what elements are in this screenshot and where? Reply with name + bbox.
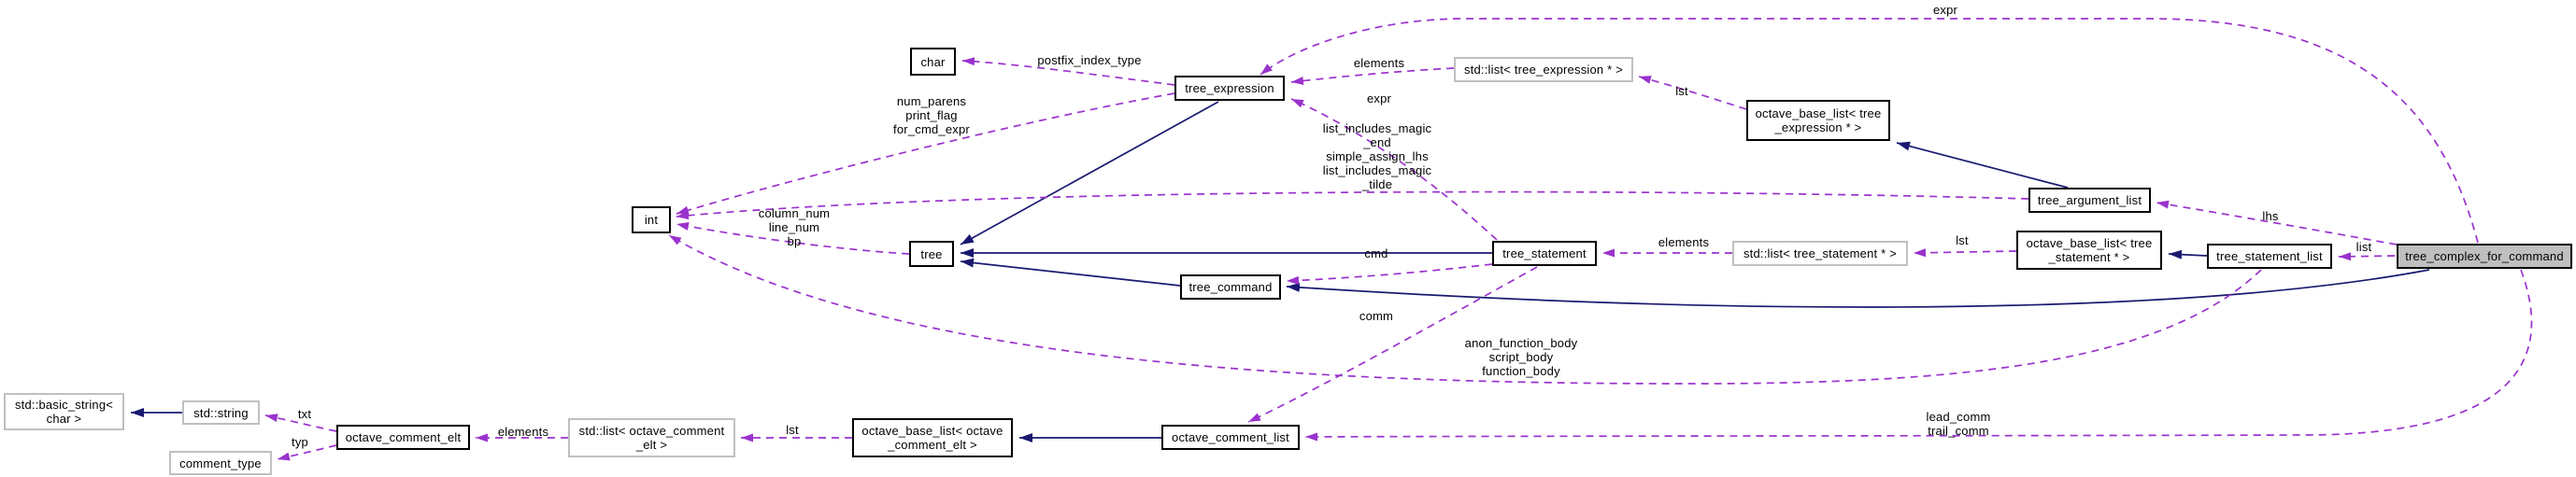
node-std-string: std::string: [182, 400, 260, 425]
inheritance-edge-tree-expression-to-tree: [960, 101, 1219, 246]
edge-label-lst-statement: lst: [1956, 233, 1969, 247]
usage-edge-tree-complex-for-command-to-tree-argument-list-lhs: [2156, 200, 2398, 246]
edge-label-lst-comment: lst: [786, 423, 799, 437]
node-tree-command[interactable]: tree_command: [1180, 274, 1281, 300]
node-tree[interactable]: tree: [909, 241, 954, 267]
node-int: int: [632, 206, 671, 233]
edge-label-list: list: [2355, 240, 2372, 254]
node-std-list-tree-statement: std::list< tree_statement * >: [1732, 241, 1908, 266]
node-std-list-octave-comment-elt: std::list< octave_comment _elt >: [568, 418, 735, 457]
edge-label-typ: typ: [292, 435, 308, 449]
edge-label-postfix-index-type: postfix_index_type: [1037, 53, 1142, 67]
edge-label-comm: comm: [1359, 309, 1394, 323]
edge-label-elements-statement: elements: [1658, 235, 1710, 249]
usage-edge-tree-argument-list-to-int: [676, 190, 2029, 220]
node-comment-type: comment_type: [169, 451, 272, 475]
usage-edge-tree-statement-to-tree-expression: [1290, 98, 1498, 241]
edge-label-anon-function-body-group: anon_function_body script_body function_…: [1464, 336, 1578, 378]
node-octave-comment-list[interactable]: octave_comment_list: [1161, 425, 1300, 450]
edge-label-cmd: cmd: [1364, 246, 1388, 260]
node-std-basic-string: std::basic_string< char >: [4, 393, 124, 430]
node-tree-complex-for-command: tree_complex_for_command: [2397, 244, 2572, 269]
edge-label-txt: txt: [297, 407, 312, 421]
usage-edge-std-list-to-tree-expression: [1290, 67, 1455, 85]
node-octave-base-list-tree-statement[interactable]: octave_base_list< tree _statement * >: [2016, 231, 2162, 270]
usage-edge-octave-comment-elt-to-std-string-txt: [264, 414, 337, 432]
edge-label-elements-expression: elements: [1353, 56, 1405, 70]
node-tree-argument-list[interactable]: tree_argument_list: [2028, 188, 2151, 213]
node-tree-expression[interactable]: tree_expression: [1174, 76, 1285, 101]
node-octave-comment-elt[interactable]: octave_comment_elt: [336, 425, 470, 450]
node-std-list-tree-expression: std::list< tree_expression * >: [1454, 57, 1633, 82]
edge-label-list-includes-magic-group: list_includes_magic _end simple_assign_l…: [1322, 121, 1432, 191]
usage-edge-octave-comment-elt-to-comment-type-typ: [277, 444, 337, 461]
usage-edge-tree-to-int: [676, 222, 910, 255]
edge-label-column-num-line-num-bp: column_num line_num bp: [758, 206, 831, 248]
edge-label-elements-comment: elements: [497, 425, 549, 439]
usage-edge-tree-expression-to-int: [676, 92, 1175, 215]
edge-label-expr-top: expr: [1932, 3, 1958, 17]
usage-edge-base-list-to-std-list-statement: [1913, 248, 2017, 258]
node-tree-statement-list[interactable]: tree_statement_list: [2207, 244, 2332, 269]
usage-edge-tree-complex-for-command-to-tree-statement-list: [2338, 252, 2396, 261]
node-tree-statement[interactable]: tree_statement: [1492, 241, 1597, 266]
node-octave-base-list-tree-expression[interactable]: octave_base_list< tree _expression * >: [1746, 100, 1890, 141]
usage-edge-tree-statement-to-tree-command-cmd: [1286, 263, 1493, 285]
edge-label-lst-expression: lst: [1675, 84, 1688, 98]
usage-edge-tree-complex-for-command-to-octave-comment-list: [1304, 269, 2533, 442]
usage-edge-tree-statement-list-to-int: [668, 234, 2262, 385]
inheritance-edge-tree-statement-list-to-base-list: [2168, 249, 2208, 260]
edge-label-expr-statement: expr: [1366, 91, 1392, 105]
inheritance-edge-tree-argument-list-to-base-list: [1896, 141, 2069, 189]
edge-label-lead-comm-trail-comm: lead_comm trail_comm: [1926, 410, 1991, 438]
edge-label-lhs: lhs: [2262, 209, 2279, 223]
usage-edge-tree-complex-for-command-to-tree-expression-expr: [1260, 18, 2479, 244]
inheritance-edge-tree-command-to-tree: [960, 258, 1181, 287]
usage-edge-base-list-to-std-list-expression: [1638, 76, 1747, 110]
edge-label-num-parens-print-flag-for-cmd-expr: num_parens print_flag for_cmd_expr: [893, 94, 970, 136]
node-char: char: [910, 48, 956, 76]
inheritance-edge-tree-complex-for-command-to-tree-command: [1286, 269, 2430, 308]
node-octave-base-list-octave-comment-elt[interactable]: octave_base_list< octave _comment_elt >: [852, 418, 1013, 457]
